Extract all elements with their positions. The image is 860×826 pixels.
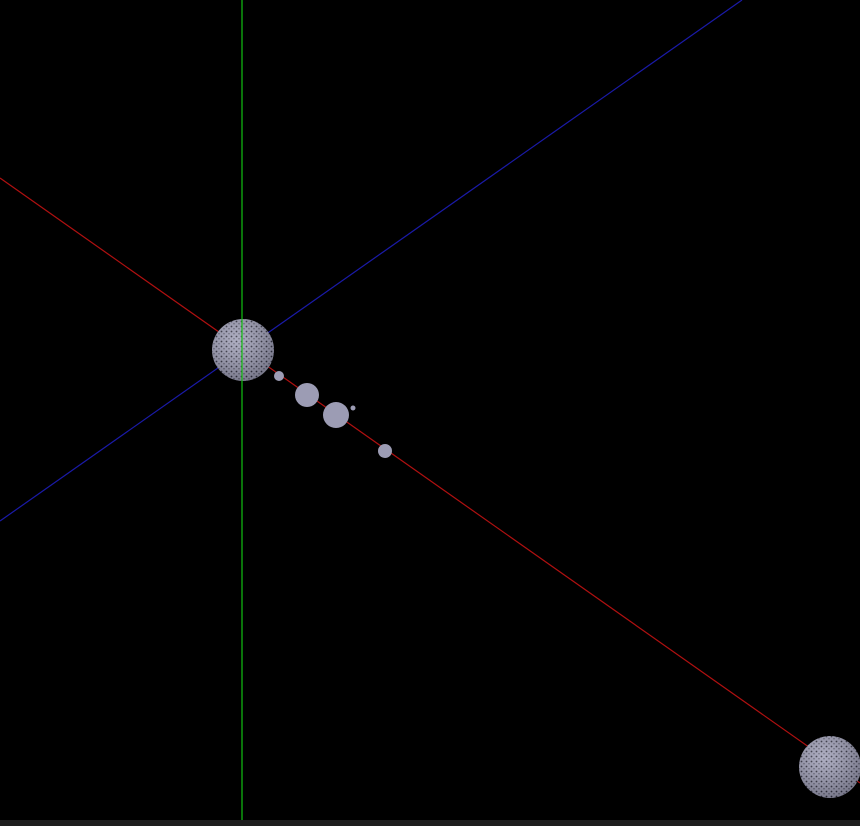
small-body-5[interactable]	[378, 444, 392, 458]
central-body-shading	[212, 319, 274, 381]
small-body-4[interactable]	[350, 405, 356, 411]
far-body-shading	[799, 736, 860, 798]
z-axis-line	[0, 0, 743, 522]
small-body-1[interactable]	[274, 371, 284, 381]
viewport-bottom-edge	[0, 820, 860, 826]
far-body[interactable]	[799, 736, 860, 798]
x-axis-line	[0, 177, 860, 784]
central-body[interactable]	[212, 319, 274, 381]
small-body-3[interactable]	[323, 402, 349, 428]
small-body-2[interactable]	[295, 383, 319, 407]
